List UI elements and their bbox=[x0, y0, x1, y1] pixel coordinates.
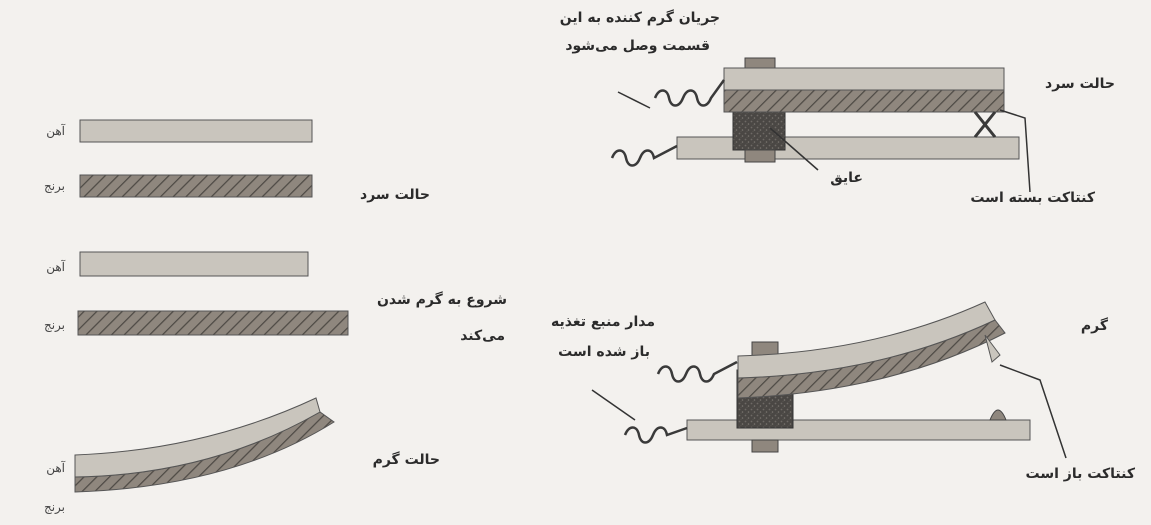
starting-state-line2: می‌کند bbox=[460, 328, 505, 344]
screw-bottom-cold bbox=[744, 149, 776, 163]
thermostat-cold bbox=[610, 57, 1031, 193]
hot-state-label: حالت گرم bbox=[372, 452, 440, 468]
iron-label-cold: آهن bbox=[46, 124, 65, 138]
cold-state-label: حالت سرد bbox=[360, 187, 430, 203]
insulator-label: عایق bbox=[830, 170, 863, 186]
heater-connection-line2: قسمت وصل می‌شود bbox=[565, 38, 710, 54]
heater-wire-coil-hot bbox=[656, 360, 738, 383]
iron-label-hot: آهن bbox=[46, 461, 65, 475]
brass-label-hot: برنج bbox=[43, 500, 65, 514]
supply-pointer bbox=[591, 389, 636, 421]
insulator-pointer bbox=[769, 127, 819, 171]
left-hot-group bbox=[74, 397, 335, 493]
screw-bottom-hot bbox=[751, 439, 779, 453]
iron-strip-starting bbox=[79, 251, 309, 277]
brass-label-starting: برنج bbox=[43, 318, 65, 332]
bottom-arm-cold bbox=[676, 136, 1020, 160]
heater-pointer bbox=[617, 91, 651, 109]
heater-connection-line1: جریان گرم کننده به این bbox=[559, 10, 720, 26]
supply-open-line1: مدار منبع تغذیه bbox=[550, 314, 655, 330]
iron-label-starting: آهن bbox=[46, 260, 65, 274]
brass-label-cold: برنج bbox=[43, 179, 65, 193]
contact-pointer-hot bbox=[999, 364, 1067, 459]
contact-closed-label: کنتاکت بسته است bbox=[970, 190, 1095, 206]
bent-bimetal-iron-hot bbox=[737, 301, 996, 379]
contact-closed-x bbox=[973, 111, 997, 138]
supply-open-line2: باز شده است bbox=[558, 344, 650, 360]
upper-contact-tip-hot bbox=[984, 334, 1001, 363]
hot-thermostat-state: گرم bbox=[1080, 318, 1108, 334]
supply-wire-coil-hot bbox=[623, 426, 688, 444]
iron-strip-cold bbox=[79, 119, 313, 143]
bimetal-iron-cold bbox=[723, 67, 1005, 91]
thermostat-hot bbox=[591, 301, 1067, 459]
brass-strip-starting bbox=[77, 310, 349, 336]
left-cold-group bbox=[79, 119, 313, 198]
contact-bump-hot bbox=[989, 409, 1007, 421]
bent-iron-layer bbox=[74, 397, 321, 478]
starting-state-line1: شروع به گرم شدن bbox=[376, 292, 507, 308]
brass-strip-cold bbox=[79, 174, 313, 198]
contact-pointer-cold bbox=[999, 109, 1031, 193]
supply-wire-coil-cold bbox=[610, 144, 678, 167]
left-starting-group bbox=[77, 251, 349, 336]
heater-wire-coil bbox=[653, 79, 726, 107]
bimetal-brass-cold bbox=[723, 89, 1005, 113]
cold-thermostat-state: حالت سرد bbox=[1045, 76, 1115, 92]
contact-open-label: کنتاکت باز است bbox=[1025, 466, 1136, 482]
